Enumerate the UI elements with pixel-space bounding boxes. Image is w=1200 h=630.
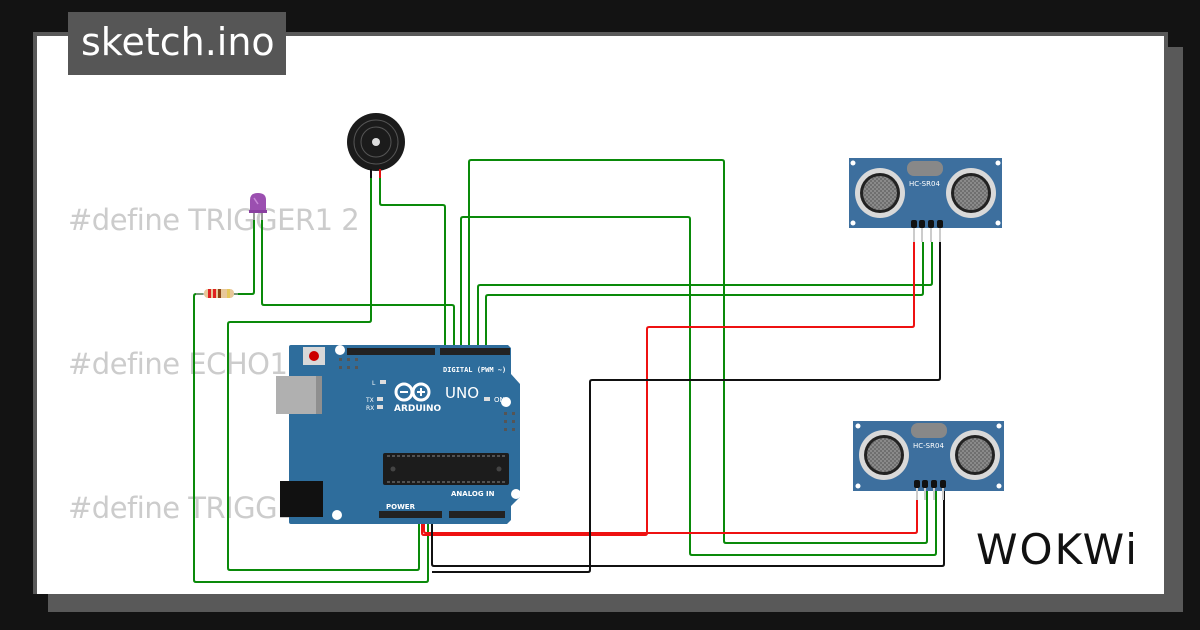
analog-header [449, 511, 505, 518]
board-name: UNO [445, 384, 479, 402]
wire-gnd1 [432, 242, 941, 573]
wire-buzzer-signal [379, 172, 446, 350]
wire-gnd2 [431, 487, 945, 567]
ultrasonic-sensor-2[interactable]: HC-SR04 [853, 421, 1004, 500]
power-label: POWER [386, 503, 416, 511]
arduino-uno[interactable]: DIGITAL (PWM ~) POWER ANALOG IN ARDUINO … [276, 345, 521, 524]
led-label-l: L [372, 380, 376, 387]
arduino-brand: ARDUINO [394, 404, 442, 414]
ultrasonic-sensor-1[interactable]: HC-SR04 [849, 158, 1002, 242]
usb-port [276, 376, 322, 414]
wire-echo1 [477, 242, 933, 350]
wire-trig1 [485, 242, 924, 350]
sensor-1-model: HC-SR04 [909, 180, 940, 188]
buzzer[interactable] [347, 113, 405, 178]
microcontroller-chip [383, 453, 509, 485]
wire-led-resistor [234, 218, 255, 295]
digital-header-high [347, 348, 435, 355]
digital-header-low [440, 348, 510, 355]
on-label: ON [494, 396, 505, 404]
arduino-logo-icon [394, 382, 431, 402]
sensor-2-model: HC-SR04 [913, 442, 944, 450]
power-jack [280, 481, 323, 517]
digital-label: DIGITAL (PWM ~) [443, 366, 506, 374]
wire-buzzer-gnd [227, 172, 420, 571]
preview-card: #define TRIGGER1 2 #define ECHO1 3 #defi… [33, 32, 1168, 594]
wire-echo2 [460, 216, 937, 556]
wire-vcc1 [421, 242, 915, 536]
wires [193, 159, 945, 583]
wire-trig2 [468, 159, 928, 544]
power-header [379, 511, 442, 518]
wire-resistor-gnd [193, 293, 429, 583]
wokwi-logo: WOKWi [976, 525, 1139, 574]
led[interactable] [249, 193, 267, 220]
analog-label: ANALOG IN [451, 490, 495, 498]
wire-led-pin6 [261, 218, 455, 350]
file-tab[interactable]: sketch.ino [68, 12, 286, 75]
led-label-rx: RX [366, 405, 374, 412]
led-label-tx: TX [365, 397, 374, 404]
resistor[interactable] [196, 289, 238, 298]
wire-vcc2 [423, 487, 918, 534]
